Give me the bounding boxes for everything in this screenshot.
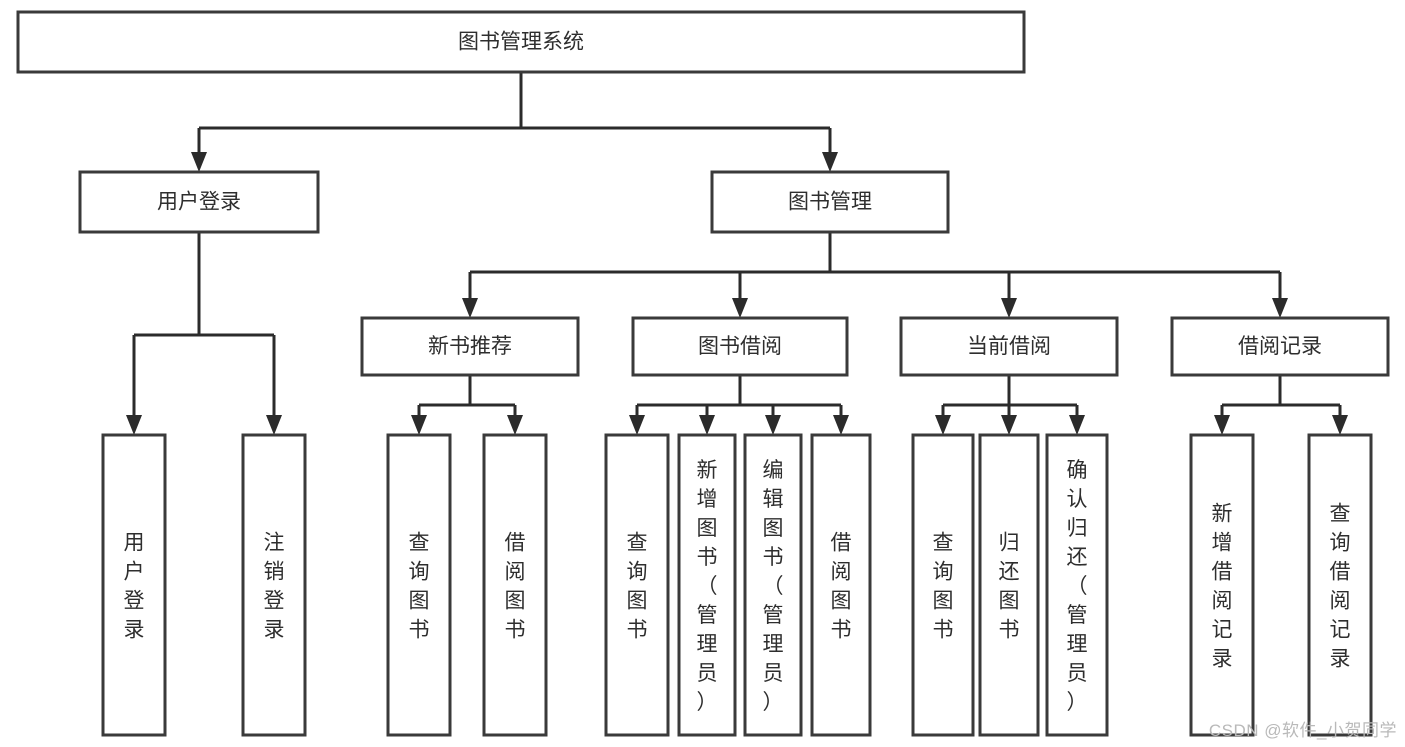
node-label-current-borrow: 当前借阅 (967, 335, 1051, 358)
node-leaf-query-book-borrow[interactable]: 查询图书 (604, 433, 670, 737)
arrow-leaf-add-book (699, 415, 715, 435)
arrow-book-manage (822, 152, 838, 172)
arrow-leaf-return (1001, 415, 1017, 435)
arrow-borrow (732, 298, 748, 318)
arrow-record (1272, 298, 1288, 318)
node-box-book-manage (710, 170, 950, 234)
node-label-leaf-borrow-book: 借阅图书 (831, 532, 852, 642)
node-label-leaf-user-login: 用户登录 (124, 532, 145, 642)
node-leaf-logout[interactable]: 注销登录 (241, 433, 307, 737)
node-box-leaf-query-book-rec (386, 433, 452, 737)
node-leaf-borrow-book-rec[interactable]: 借阅图书 (482, 433, 548, 737)
node-label-leaf-query-borrow-record: 查询借阅记录 (1330, 503, 1351, 671)
node-label-new-book-recommend: 新书推荐 (428, 335, 512, 358)
node-label-leaf-edit-book-admin: 编辑图书（管理员） (763, 459, 784, 714)
node-book-manage[interactable]: 图书管理 (710, 170, 950, 234)
node-borrow-record[interactable]: 借阅记录 (1170, 316, 1390, 377)
node-box-leaf-return-book (978, 433, 1040, 737)
node-label-leaf-add-book-admin: 新增图书（管理员） (697, 459, 718, 714)
node-label-leaf-add-borrow-record: 新增借阅记录 (1212, 503, 1233, 671)
node-box-leaf-query-book-borrow (604, 433, 670, 737)
node-label-user-login: 用户登录 (157, 191, 241, 214)
node-leaf-borrow-book[interactable]: 借阅图书 (810, 433, 872, 737)
arrow-leaf-user-login (126, 415, 142, 435)
node-leaf-query-book-rec[interactable]: 查询图书 (386, 433, 452, 737)
node-box-new-book-recommend (360, 316, 580, 377)
node-box-root (16, 10, 1026, 74)
node-label-leaf-query-book-current: 查询图书 (933, 532, 954, 642)
node-leaf-user-login[interactable]: 用户登录 (101, 433, 167, 737)
node-box-leaf-confirm-return-admin (1045, 433, 1109, 737)
arrow-leaf-add-record (1214, 415, 1230, 435)
node-user-login[interactable]: 用户登录 (78, 170, 320, 234)
arrow-leaf-logout (266, 415, 282, 435)
node-new-book-recommend[interactable]: 新书推荐 (360, 316, 580, 377)
arrow-leaf-borrow-book (833, 415, 849, 435)
node-box-borrow-record (1170, 316, 1390, 377)
node-box-leaf-query-book-current (911, 433, 975, 737)
node-leaf-add-book-admin[interactable]: 新增图书（管理员） (677, 433, 737, 737)
node-box-leaf-add-book-admin (677, 433, 737, 737)
node-leaf-add-borrow-record[interactable]: 新增借阅记录 (1189, 433, 1255, 737)
arrow-leaf-query-current (935, 415, 951, 435)
arrow-head-layer (126, 152, 1348, 435)
node-label-leaf-confirm-return-admin: 确认归还（管理员） (1067, 459, 1088, 714)
arrow-current (1001, 298, 1017, 318)
node-leaf-query-borrow-record[interactable]: 查询借阅记录 (1307, 433, 1373, 737)
csdn-watermark: CSDN @软件_小贺同学 (1208, 721, 1397, 740)
node-leaf-confirm-return-admin[interactable]: 确认归还（管理员） (1045, 433, 1109, 737)
node-box-leaf-logout (241, 433, 307, 737)
node-book-borrow[interactable]: 图书借阅 (631, 316, 849, 377)
arrow-leaf-query-record (1332, 415, 1348, 435)
node-leaf-query-book-current[interactable]: 查询图书 (911, 433, 975, 737)
node-label-borrow-record: 借阅记录 (1238, 335, 1322, 358)
node-box-leaf-user-login (101, 433, 167, 737)
node-label-leaf-query-book-rec: 查询图书 (409, 532, 430, 642)
arrow-user-login (191, 152, 207, 172)
arrow-leaf-edit-book (765, 415, 781, 435)
arrow-leaf-confirm-return (1069, 415, 1085, 435)
node-box-leaf-add-borrow-record (1189, 433, 1255, 737)
node-box-leaf-borrow-book-rec (482, 433, 548, 737)
node-current-borrow[interactable]: 当前借阅 (899, 316, 1119, 377)
node-label-leaf-logout: 注销登录 (264, 532, 285, 642)
arrow-leaf-query-rec (411, 415, 427, 435)
node-label-book-manage: 图书管理 (788, 191, 872, 214)
arrow-leaf-borrow-rec (507, 415, 523, 435)
node-leaf-return-book[interactable]: 归还图书 (978, 433, 1040, 737)
node-box-user-login (78, 170, 320, 234)
node-root[interactable]: 图书管理系统 (16, 10, 1026, 74)
node-box-current-borrow (899, 316, 1119, 377)
node-box-leaf-query-borrow-record (1307, 433, 1373, 737)
node-leaf-edit-book-admin[interactable]: 编辑图书（管理员） (743, 433, 803, 737)
node-label-root: 图书管理系统 (458, 31, 584, 54)
node-layer: 图书管理系统用户登录图书管理新书推荐图书借阅当前借阅借阅记录用户登录注销登录查询… (16, 10, 1390, 737)
arrow-rec (462, 298, 478, 318)
arrow-leaf-query-borrow (629, 415, 645, 435)
node-label-book-borrow: 图书借阅 (698, 335, 782, 358)
node-box-leaf-edit-book-admin (743, 433, 803, 737)
node-label-leaf-query-book-borrow: 查询图书 (627, 532, 648, 642)
node-label-leaf-return-book: 归还图书 (999, 532, 1020, 642)
node-box-leaf-borrow-book (810, 433, 872, 737)
node-box-book-borrow (631, 316, 849, 377)
node-label-leaf-borrow-book-rec: 借阅图书 (505, 532, 526, 642)
